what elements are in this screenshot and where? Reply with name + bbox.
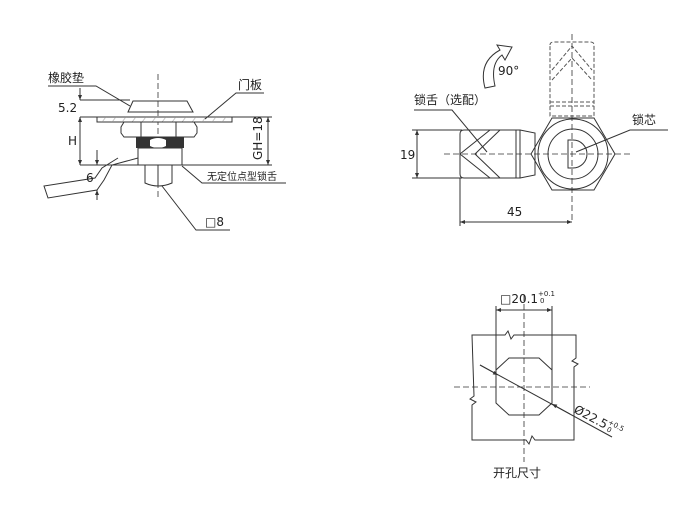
label-tongue: 锁舌（选配） (414, 92, 486, 107)
dim-h-label: H (68, 134, 77, 148)
tol-square-lower: 0 (540, 297, 544, 305)
dim-tongue-label: 6 (86, 171, 94, 185)
key-slot (567, 139, 588, 169)
tol-square-upper: +0.1 (538, 290, 555, 298)
front-view: 90° 锁舌（选配） 锁芯 19 45 (400, 34, 668, 226)
dim-cap-label: 5.2 (58, 101, 77, 115)
dim-length-label: 45 (507, 205, 522, 219)
rotate-arrow-icon (482, 44, 513, 89)
door-panel (96, 116, 233, 123)
dim-gh-label: GH=18 (251, 116, 265, 160)
panel-outline (469, 329, 579, 446)
cutout-hole (495, 357, 553, 416)
nut (120, 121, 198, 138)
rotated-tongue-outline (549, 41, 595, 117)
tol-diam-lower: 0 (605, 425, 613, 434)
body (137, 147, 183, 166)
tongue (43, 157, 139, 199)
hex-nut (530, 117, 616, 191)
side-view: 5.2 H 6 GH=18 橡胶垫 门板 无定位点型锁舌 □8 (43, 70, 286, 231)
tongue-front (459, 129, 521, 179)
label-core: 锁芯 (632, 112, 656, 127)
label-gasket: 橡胶垫 (48, 70, 84, 85)
cap (127, 100, 194, 113)
dim-width-label: 19 (400, 148, 415, 162)
cutout-view: □20.1 +0.1 0 Ø22.5 +0.5 0 开孔尺寸 (454, 290, 625, 480)
label-panel: 门板 (238, 77, 262, 92)
dim-cutout-square: □20.1 (500, 292, 538, 306)
label-tongue-type: 无定位点型锁舌 (207, 170, 277, 183)
dim-square-label: □8 (205, 215, 224, 229)
rotation-label: 90° (498, 64, 519, 78)
dim-diameter: Ø22.5 (572, 402, 611, 431)
cutout-title: 开孔尺寸 (493, 466, 541, 480)
